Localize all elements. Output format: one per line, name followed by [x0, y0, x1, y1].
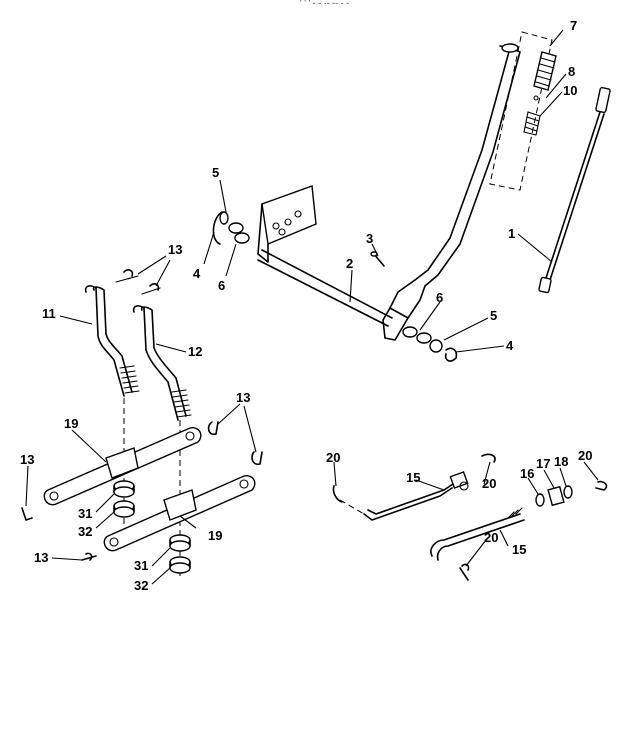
- callout-19a: 19: [64, 416, 78, 431]
- callout-20c: 20: [578, 448, 592, 463]
- bushing-left: [228, 222, 250, 244]
- callout-17: 17: [536, 456, 550, 471]
- lift-link-rod: [538, 86, 611, 294]
- callout-13b: 13: [236, 390, 250, 405]
- callout-5a: 5: [212, 165, 219, 180]
- callout-12: 12: [188, 344, 202, 359]
- hairpin-20-d: [459, 563, 470, 581]
- clip-right: [444, 347, 458, 362]
- callout-4a: 4: [193, 266, 201, 281]
- callout-16: 16: [520, 466, 534, 481]
- callout-31a: 31: [78, 506, 92, 521]
- bushing-31-right: [169, 534, 191, 552]
- bushing-right: [402, 326, 432, 344]
- callout-32a: 32: [78, 524, 92, 539]
- handle-grip: [533, 51, 557, 91]
- hairpin-20-b: [481, 453, 496, 463]
- lift-arm-19-upper: [43, 427, 202, 506]
- callout-32b: 32: [134, 578, 148, 593]
- header-text: ' ' ' - - ·- -- - -: [300, 0, 349, 8]
- callout-10: 10: [563, 83, 577, 98]
- callout-13c: 13: [20, 452, 34, 467]
- dashed-assembly-outline: [489, 31, 553, 191]
- knob-pin: [533, 95, 539, 101]
- callout-6b: 6: [436, 290, 443, 305]
- callout-13d: 13: [34, 550, 48, 565]
- lift-arm-19-lower: [103, 475, 256, 552]
- callout-1: 1: [508, 226, 515, 241]
- bushing-31-left: [113, 480, 135, 498]
- callout-19b: 19: [208, 528, 222, 543]
- callout-7: 7: [570, 18, 577, 33]
- hairpin-13-right: [207, 421, 219, 436]
- callout-15b: 15: [512, 542, 526, 557]
- callout-15a: 15: [406, 470, 420, 485]
- callout-2: 2: [346, 256, 353, 271]
- lift-link-12: [132, 305, 192, 421]
- callout-11: 11: [42, 306, 56, 321]
- rod-15-left: [339, 471, 469, 521]
- callout-8: 8: [568, 64, 575, 79]
- hairpin-13-right-b: [251, 451, 263, 466]
- spring: [523, 111, 541, 136]
- callout-13a: 13: [168, 242, 182, 257]
- cross-shaft: [257, 249, 393, 327]
- leader-lines: [25, 29, 599, 585]
- callout-3: 3: [366, 231, 373, 246]
- bushing-32-right: [169, 556, 191, 574]
- washer-right: [429, 339, 443, 353]
- clevis-pins-upper: [115, 269, 161, 295]
- callout-20a: 20: [326, 450, 340, 465]
- lift-lever-handle: [382, 43, 521, 341]
- hairpin-20-c: [595, 480, 608, 491]
- callout-20b: 20: [482, 476, 496, 491]
- mounting-bracket: [257, 185, 317, 263]
- callout-18: 18: [554, 454, 568, 469]
- clip-left: [212, 211, 229, 245]
- bushing-32-left: [113, 500, 135, 518]
- hairpin-13-bottom: [81, 552, 97, 561]
- callout-20d: 20: [484, 530, 498, 545]
- lift-link-11: [84, 285, 140, 397]
- hairpin-20-a: [332, 485, 343, 503]
- rod-15-right: [430, 507, 525, 561]
- hairpin-13-left: [21, 507, 33, 521]
- callout-31b: 31: [134, 558, 148, 573]
- parts-16-17-18: [535, 485, 573, 507]
- callout-4b: 4: [506, 338, 514, 353]
- callout-5b: 5: [490, 308, 497, 323]
- callout-6a: 6: [218, 278, 225, 293]
